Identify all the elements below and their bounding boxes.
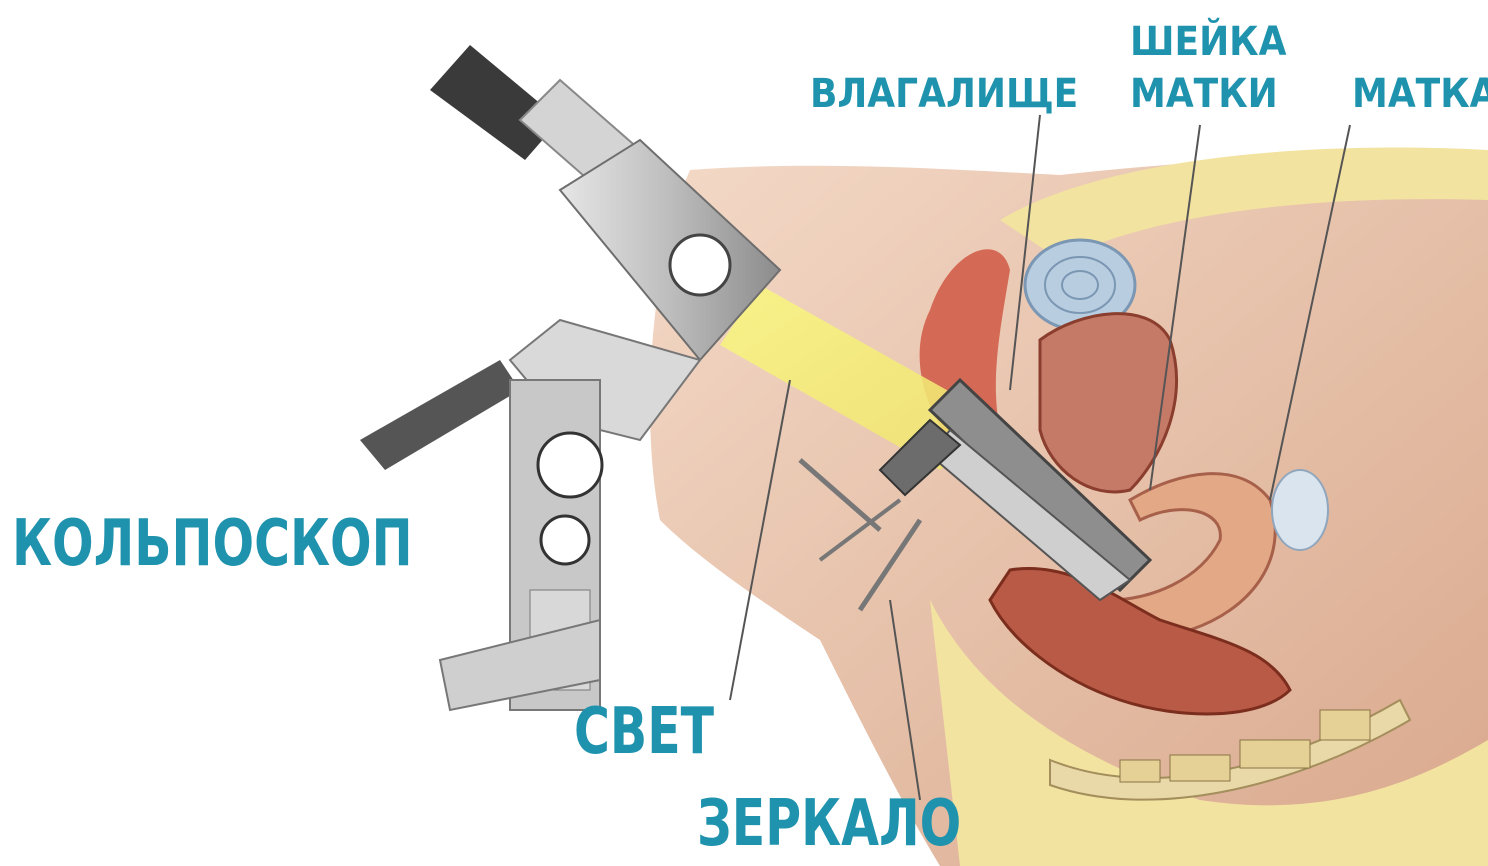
label-cervix-line2: МАТКИ	[1130, 74, 1270, 114]
label-cervix-line1: ШЕЙКА	[1130, 22, 1270, 62]
label-colposcope: КОЛЬПОСКОП	[12, 512, 413, 576]
label-mirror: ЗЕРКАЛО	[697, 792, 961, 856]
label-uterus: МАТКА	[1352, 74, 1488, 114]
label-vagina: ВЛАГАЛИЩЕ	[810, 74, 1078, 114]
label-light: СВЕТ	[574, 700, 714, 764]
